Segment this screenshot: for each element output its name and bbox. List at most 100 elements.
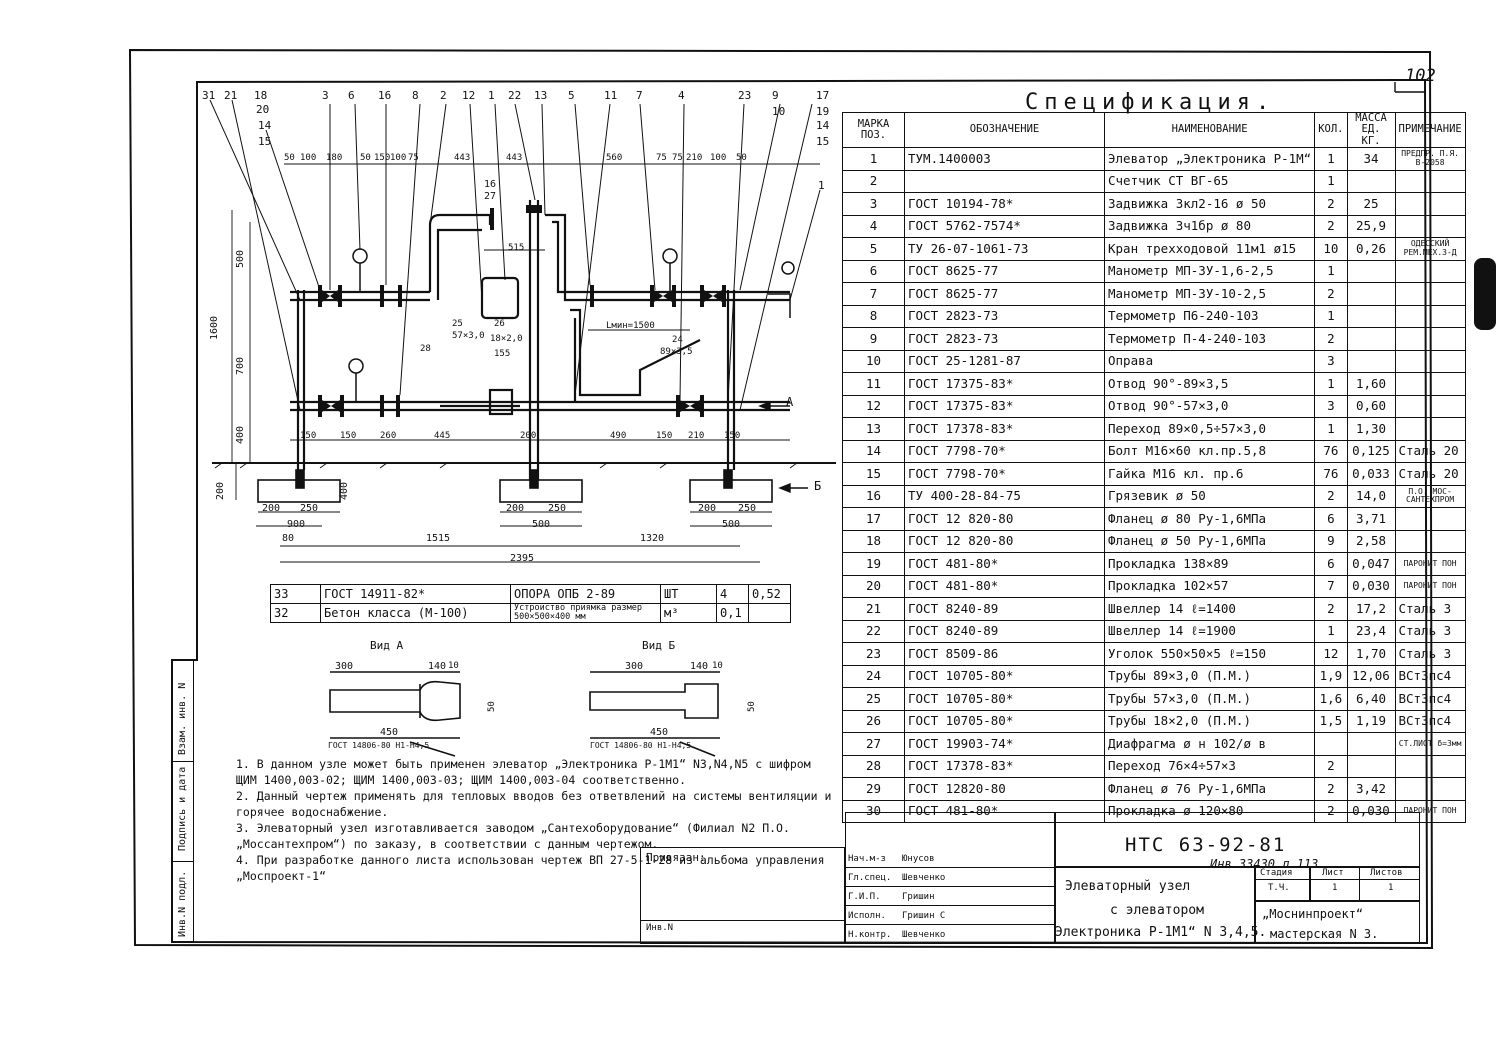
material-cell: Бетон класса (М-100) bbox=[320, 603, 511, 623]
sheet-header: Лист bbox=[1322, 868, 1344, 878]
note-4: 4. При разработке данного листа использо… bbox=[236, 853, 825, 883]
drawing-label: 25 bbox=[452, 319, 463, 329]
spec-cell: Гайка М16 кл. пр.6 bbox=[1103, 462, 1316, 486]
spec-cell: 3,42 bbox=[1346, 777, 1396, 801]
drawing-label: 50 bbox=[487, 701, 497, 712]
drawing-label: 100 bbox=[300, 153, 317, 163]
drawing-label: 8 bbox=[412, 89, 419, 102]
spec-cell: Грязевик ø 50 bbox=[1103, 484, 1316, 508]
spec-cell: ГОСТ 10705-80* bbox=[904, 687, 1105, 711]
spec-header-cell: ПРИМЕЧАНИЕ bbox=[1394, 112, 1466, 148]
drawing-label: 560 bbox=[606, 153, 623, 163]
dimension-lines bbox=[231, 163, 820, 563]
drawing-label: 7 bbox=[636, 89, 643, 102]
drawing-label: 14 bbox=[258, 119, 272, 132]
stage-value: Т.Ч. bbox=[1268, 883, 1290, 893]
drawing-label: 2395 bbox=[510, 553, 535, 564]
spec-cell: ПАРОНИТ ПОН bbox=[1394, 799, 1466, 823]
drawing-label: 31 bbox=[202, 89, 216, 102]
spec-cell: Счетчик СТ ВГ-65 bbox=[1103, 169, 1316, 193]
spec-cell: 1 bbox=[1314, 619, 1348, 643]
spec-cell: ГОСТ 481-80* bbox=[904, 552, 1105, 576]
spec-cell: 15 bbox=[842, 462, 905, 486]
spec-cell: 6 bbox=[842, 259, 905, 283]
spec-cell: Задвижка 3ч1бр ø 80 bbox=[1103, 214, 1316, 238]
drawing-label: 200 bbox=[520, 431, 537, 441]
sidebar-label-inv: Инв.N подл. bbox=[177, 870, 188, 937]
material-cell: ШТ bbox=[660, 584, 717, 604]
spec-cell: ПРЕДПР. П.Я. В-2058 bbox=[1394, 147, 1466, 171]
spec-cell: 12 bbox=[1314, 642, 1348, 666]
inner-frame bbox=[171, 78, 1429, 945]
sheet-number: 102 bbox=[1405, 66, 1436, 86]
drawing-label: 490 bbox=[610, 431, 627, 441]
drawing-label: Б bbox=[814, 479, 822, 493]
spec-cell: 2 bbox=[1314, 799, 1348, 823]
spec-cell: ТУМ.1400003 bbox=[904, 147, 1105, 171]
drawing-label: 250 bbox=[300, 503, 319, 514]
spec-cell: Трубы 18×2,0 (П.М.) bbox=[1103, 709, 1316, 733]
material-cell: 33 bbox=[270, 584, 321, 604]
spec-cell: 0,030 bbox=[1346, 574, 1396, 598]
spec-cell: П.О. МОС-САНТЕХПРОМ bbox=[1394, 484, 1466, 508]
spec-cell: Отвод 90°-57×3,0 bbox=[1103, 394, 1316, 418]
spec-cell: ГОСТ 8625-77 bbox=[904, 282, 1105, 306]
drawing-label: 22 bbox=[508, 89, 522, 102]
drawing-label: 100 bbox=[390, 153, 407, 163]
spec-cell bbox=[1394, 394, 1466, 418]
pipeline bbox=[290, 200, 790, 480]
spec-cell: 16 bbox=[842, 484, 905, 508]
spec-cell: 23 bbox=[842, 642, 905, 666]
spec-cell: ГОСТ 12 820-80 bbox=[904, 529, 1105, 553]
spec-cell: 6,40 bbox=[1346, 687, 1396, 711]
spec-cell bbox=[1346, 259, 1396, 283]
stamp-name: Юнусов bbox=[902, 854, 935, 864]
spec-cell: 1 bbox=[1314, 372, 1348, 396]
spec-cell: ГОСТ 17375-83* bbox=[904, 372, 1105, 396]
spec-cell bbox=[1394, 349, 1466, 373]
spec-cell bbox=[904, 169, 1105, 193]
spec-cell: Прокладка 138×89 bbox=[1103, 552, 1316, 576]
drawing-label: 15 bbox=[816, 135, 830, 148]
drawing-label: 515 bbox=[508, 243, 525, 253]
spec-cell: ГОСТ 8509-86 bbox=[904, 642, 1105, 666]
spec-cell: 14 bbox=[842, 439, 905, 463]
spec-cell: 2 bbox=[1314, 192, 1348, 216]
spec-cell: Фланец ø 80 Ру-1,6МПа bbox=[1103, 507, 1316, 531]
drawing-code: НТС 63-92-81 bbox=[1125, 834, 1287, 856]
spec-cell: 7 bbox=[1314, 574, 1348, 598]
spec-cell: 21 bbox=[842, 597, 905, 621]
spec-cell: 14,0 bbox=[1346, 484, 1396, 508]
spec-cell: Сталь 3 bbox=[1394, 642, 1466, 666]
spec-cell bbox=[1394, 754, 1466, 778]
spec-cell bbox=[1394, 777, 1466, 801]
spec-cell: 26 bbox=[842, 709, 905, 733]
title-line-3: Электроника Р-1М1“ N 3,4,5. bbox=[1055, 925, 1267, 940]
spec-cell: 7 bbox=[842, 282, 905, 306]
spec-cell: 20 bbox=[842, 574, 905, 598]
spec-cell: ГОСТ 17378-83* bbox=[904, 417, 1105, 441]
notes: 1. В данном узле может быть применен эле… bbox=[236, 756, 836, 884]
spec-cell: 0,125 bbox=[1346, 439, 1396, 463]
drawing-label: 27 bbox=[484, 191, 497, 202]
spec-cell: ГОСТ 8240-89 bbox=[904, 597, 1105, 621]
spec-cell: 29 bbox=[842, 777, 905, 801]
material-cell: 4 bbox=[716, 584, 749, 604]
spec-header-cell: МАССА ЕД. КГ. bbox=[1346, 112, 1396, 148]
